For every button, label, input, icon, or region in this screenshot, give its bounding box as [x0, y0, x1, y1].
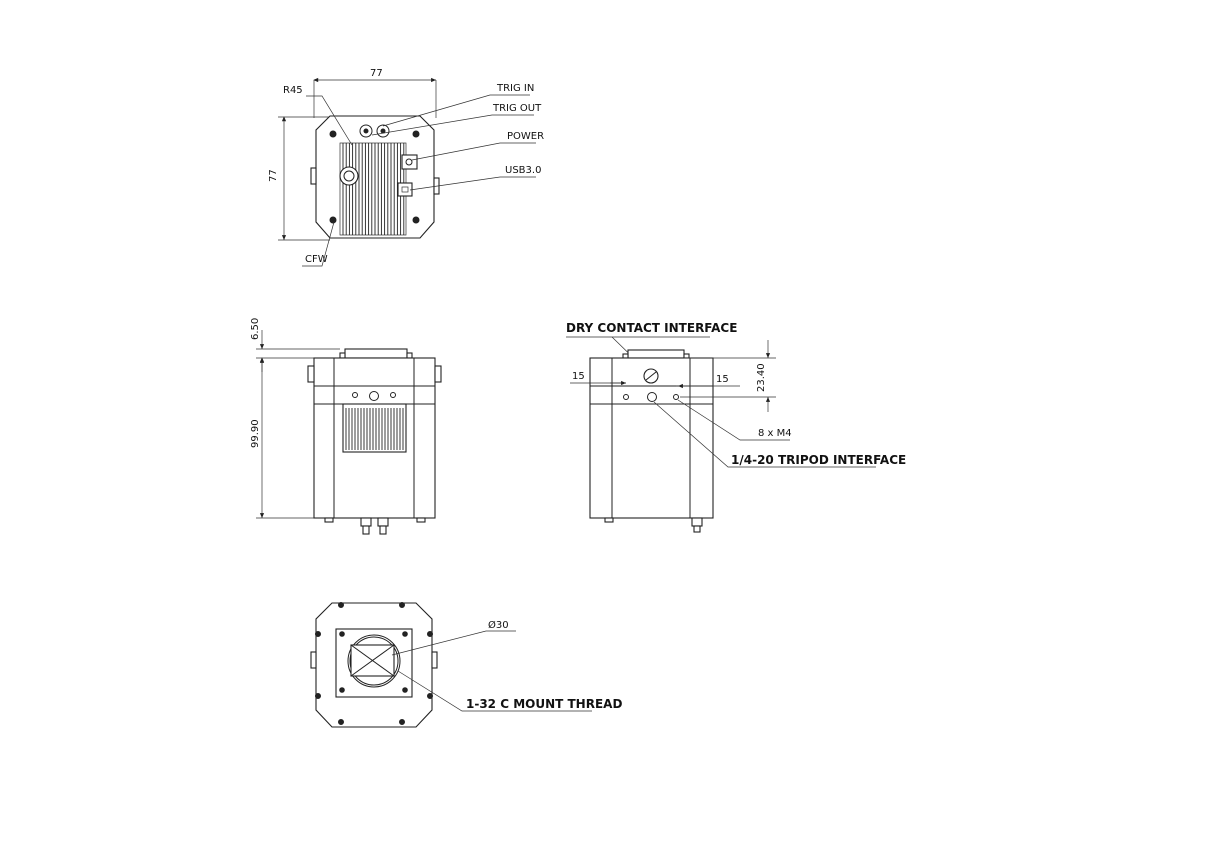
rear-width-dim: 77	[370, 68, 383, 79]
label-c-mount: 1-32 C MOUNT THREAD	[466, 697, 622, 711]
front-view: Ø30 1-32 C MOUNT THREAD	[310, 602, 622, 728]
top-view: DRY CONTACT INTERFACE 15 15 23.40	[566, 321, 906, 533]
label-diameter: Ø30	[488, 619, 509, 631]
side-view: 6.50 99.90	[250, 318, 442, 535]
rear-view: 77 77 R45 TRIG IN	[268, 68, 544, 267]
top-height-dim: 23.40	[756, 363, 767, 392]
label-trig-in: TRIG IN	[496, 83, 534, 94]
label-m4: 8 x M4	[758, 428, 792, 439]
side-top-dim: 6.50	[250, 318, 261, 340]
label-trig-out: TRIG OUT	[492, 103, 542, 114]
rear-height-dim: 77	[268, 169, 279, 182]
label-tripod: 1/4-20 TRIPOD INTERFACE	[731, 453, 906, 467]
label-usb: USB3.0	[505, 165, 541, 176]
side-height-dim: 99.90	[250, 419, 261, 448]
label-r45: R45	[283, 85, 303, 96]
label-power: POWER	[507, 131, 544, 142]
right-dim: 15	[716, 374, 729, 385]
label-dry-contact: DRY CONTACT INTERFACE	[566, 321, 737, 335]
rear-heatsink	[339, 142, 407, 236]
left-dim: 15	[572, 371, 585, 382]
label-cfw: CFW	[305, 254, 328, 265]
